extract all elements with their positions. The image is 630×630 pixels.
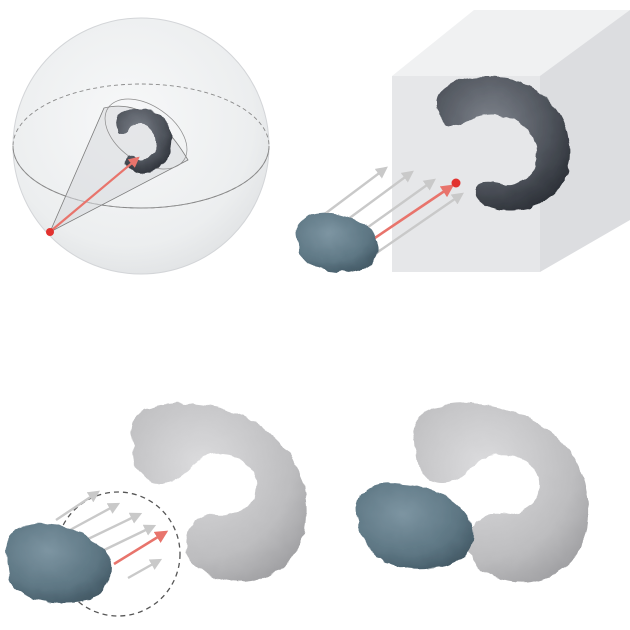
ligand-blob-icon <box>5 523 112 603</box>
receptor-ring-icon <box>412 403 589 583</box>
marker-dot-icon <box>451 178 461 188</box>
panel-pre-docking-approach <box>5 403 307 617</box>
receptor-ring-icon <box>130 403 307 583</box>
approach-arrow-highlight <box>113 530 169 566</box>
interface-region <box>55 491 181 617</box>
panel-box-translational-scan <box>295 10 630 273</box>
panel-docked-complex <box>355 403 589 583</box>
panel-sphere-view-cone <box>12 17 270 275</box>
scan-box-front <box>392 76 540 272</box>
ligand-blob-icon <box>355 483 474 570</box>
approach-arrow <box>99 524 157 554</box>
view-direction-arrow <box>51 156 140 231</box>
marker-dot-icon <box>46 228 54 236</box>
scan-arrow <box>321 166 388 217</box>
approach-arrow <box>85 512 143 542</box>
approach-arrow <box>127 558 163 580</box>
ligand-blob-icon <box>295 213 379 273</box>
sphere-equator-front <box>12 145 270 209</box>
scan-arrow <box>371 192 464 257</box>
approach-arrow <box>55 490 100 521</box>
scan-box-side <box>540 10 630 272</box>
receptor-ring-icon <box>436 76 571 211</box>
approach-arrow <box>69 502 121 532</box>
